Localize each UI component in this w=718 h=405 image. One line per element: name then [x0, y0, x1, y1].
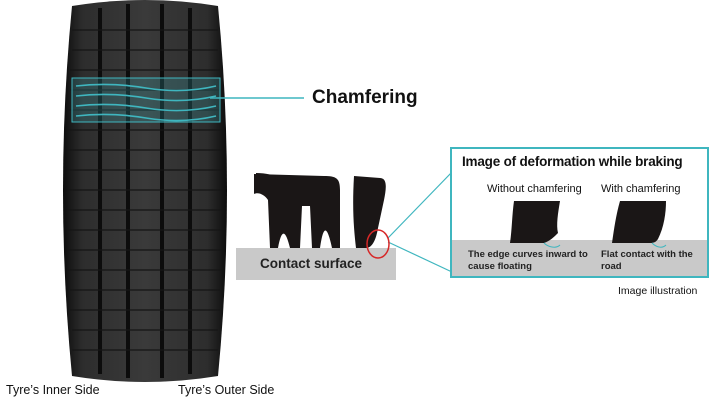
without-chamfering-label: Without chamfering — [487, 183, 582, 195]
tyre-sipes — [68, 29, 222, 351]
inset-title: Image of deformation while braking — [462, 154, 683, 169]
contact-surface-diagram — [236, 173, 396, 280]
tread-blocks — [254, 174, 386, 248]
with-chamfering-label: With chamfering — [601, 183, 681, 195]
chamfer-edge-marker — [366, 229, 390, 259]
tread-with-chamfering — [612, 201, 666, 243]
with-chamfering-note: Flat contact with the road — [601, 249, 693, 272]
tyre-body — [63, 0, 227, 382]
chamfering-label: Chamfering — [312, 87, 418, 108]
image-illustration-note: Image illustration — [618, 285, 698, 297]
tread-without-chamfering — [510, 201, 560, 243]
deformation-inset-graphics — [452, 201, 707, 276]
tyre-outer-side-label: Tyre’s Outer Side — [178, 383, 275, 397]
tyre-inner-side-label: Tyre’s Inner Side — [6, 383, 100, 397]
tyre-illustration — [63, 0, 227, 382]
without-chamfering-note: The edge curves inward to cause floating — [468, 249, 588, 272]
chamfering-lines — [75, 83, 217, 122]
contact-surface-label: Contact surface — [260, 256, 363, 271]
tyre-grooves — [98, 4, 192, 378]
